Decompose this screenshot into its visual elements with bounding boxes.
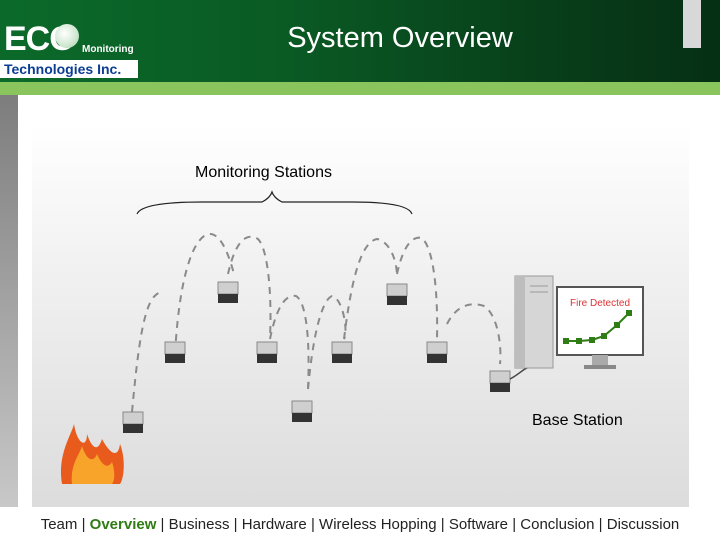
monitoring-stations [122, 281, 511, 433]
left-side-bar [0, 95, 18, 507]
diagram-svg: Fire Detected [60, 190, 644, 484]
nav-separator: | [233, 516, 242, 533]
station-2 [164, 341, 186, 363]
station-8 [426, 341, 448, 363]
hop-arc-8 [446, 303, 502, 365]
nav-separator: | [310, 516, 320, 533]
page-title: System Overview [287, 22, 513, 54]
nav-business[interactable]: Business [168, 516, 230, 533]
station-9 [489, 370, 511, 392]
hop-arc-3 [227, 235, 272, 340]
station-5 [291, 400, 313, 422]
logo: ECO Monitoring Technologies Inc. [0, 10, 140, 78]
header-accent-bar [0, 82, 720, 95]
globe-icon [55, 24, 79, 48]
nav-separator: | [160, 516, 169, 533]
station-1 [122, 411, 144, 433]
header: ECO Monitoring Technologies Inc. System … [0, 0, 720, 82]
station-7 [386, 283, 408, 305]
nav-overview[interactable]: Overview [89, 516, 157, 533]
footer-nav: Team | Overview | Business | Hardware | … [0, 516, 720, 536]
monitoring-brace [136, 190, 413, 215]
hop-arc-1 [131, 291, 163, 413]
monitoring-stations-label: Monitoring Stations [195, 164, 332, 181]
nav-hardware[interactable]: Hardware [241, 516, 307, 533]
nav-separator: | [512, 516, 521, 533]
fire-icon [60, 424, 124, 484]
nav-conclusion[interactable]: Conclusion [520, 516, 595, 533]
station-6 [331, 341, 353, 363]
fire-detected-label: Fire Detected [570, 298, 630, 309]
nav-separator: | [81, 516, 90, 533]
wireless-hops [131, 232, 502, 413]
nav-wireless-hopping[interactable]: Wireless Hopping [319, 516, 437, 533]
station-4 [256, 341, 278, 363]
station-3 [217, 281, 239, 303]
logo-monitoring: Monitoring [82, 44, 134, 55]
corner-tab [683, 0, 701, 48]
nav-separator: | [440, 516, 449, 533]
nav-discussion[interactable]: Discussion [606, 516, 680, 533]
logo-company: Technologies Inc. [0, 60, 138, 78]
base-station-label: Base Station [532, 412, 623, 429]
base-station-server [514, 275, 554, 369]
hop-arc-4 [269, 294, 310, 390]
nav-software[interactable]: Software [448, 516, 509, 533]
base-station-monitor: Fire Detected [556, 286, 644, 369]
nav-separator: | [598, 516, 607, 533]
hop-arc-7 [396, 236, 439, 340]
hop-arc-2 [174, 232, 235, 355]
system-diagram: Fire Detected Monitoring Stations Base S… [32, 124, 689, 507]
nav-team[interactable]: Team [40, 516, 78, 533]
hop-arc-6 [343, 237, 398, 340]
